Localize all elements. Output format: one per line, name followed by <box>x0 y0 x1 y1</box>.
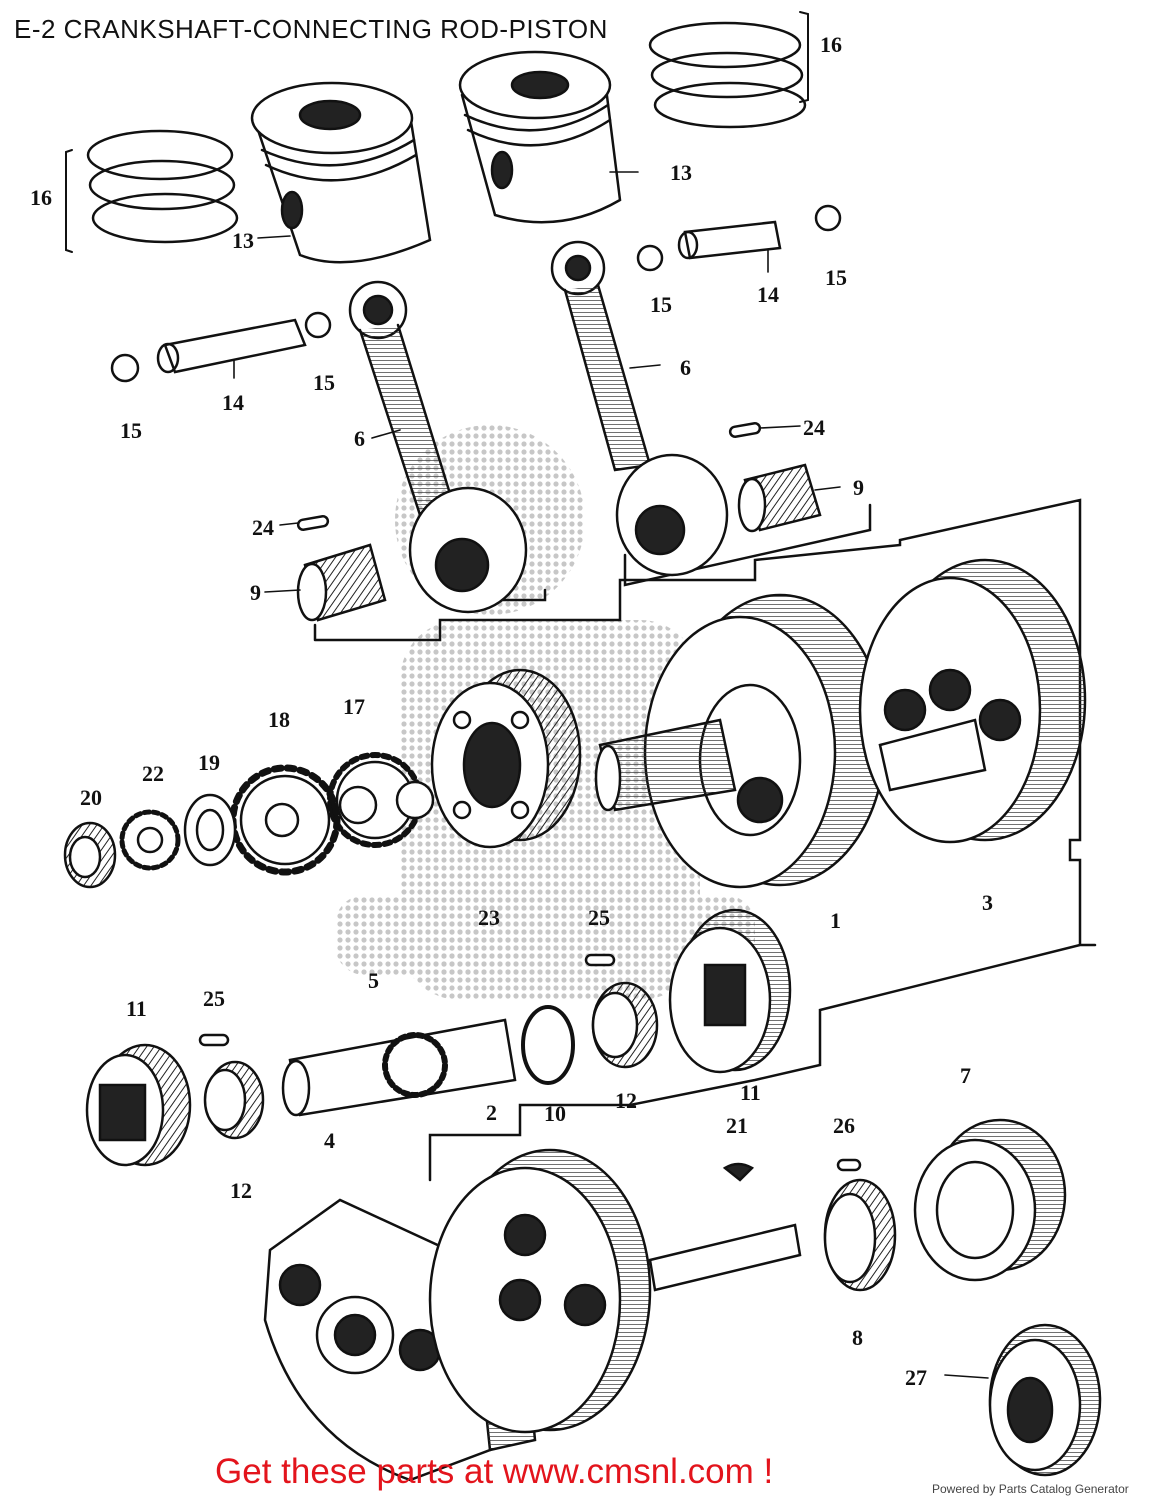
bearing-race-7 <box>913 1118 1067 1282</box>
circlip-left-outer <box>110 353 140 383</box>
callout-15-left-inner: 15 <box>313 370 335 395</box>
wrist-pin-right <box>677 220 782 260</box>
callout-24-left: 24 <box>252 515 274 540</box>
crank-pin-5 <box>281 1018 517 1117</box>
callout-13-right: 13 <box>670 160 692 185</box>
crank-flywheel-2 <box>428 1148 802 1434</box>
crank-flywheel-1 <box>594 593 887 889</box>
callout-16-left: 16 <box>30 185 52 210</box>
callout-19: 19 <box>198 750 220 775</box>
dowel-pin-25-right <box>584 953 616 967</box>
needle-bearing-left <box>296 543 387 622</box>
piston-rings-right <box>648 11 809 129</box>
callout-27: 27 <box>905 1365 927 1390</box>
diagram-title: E-2 CRANKSHAFT-CONNECTING ROD-PISTON <box>14 14 608 44</box>
dowel-pin-right <box>728 422 762 438</box>
callout-6-left: 6 <box>354 426 365 451</box>
callout-16-right: 16 <box>820 32 842 57</box>
callout-18: 18 <box>268 707 290 732</box>
callout-9-left: 9 <box>250 580 261 605</box>
piston-right <box>458 50 622 224</box>
circlip-right-inner <box>636 244 664 272</box>
callout-8: 8 <box>852 1325 863 1350</box>
callout-14-right: 14 <box>757 282 779 307</box>
callout-15-left-outer: 15 <box>120 418 142 443</box>
callout-13-left: 13 <box>232 228 254 253</box>
nut-20 <box>63 821 117 889</box>
callout-3: 3 <box>982 890 993 915</box>
wrist-pin-left <box>156 318 307 374</box>
piston-rings-left <box>65 129 239 253</box>
seal-10 <box>521 1005 575 1085</box>
callout-14-left: 14 <box>222 390 244 415</box>
sprocket-18 <box>229 764 341 876</box>
callout-20: 20 <box>80 785 102 810</box>
callout-25-right: 25 <box>588 905 610 930</box>
callout-11-left: 11 <box>126 996 147 1021</box>
callout-15-right-outer: 15 <box>825 265 847 290</box>
sprocket-17 <box>327 752 435 848</box>
shop-parts-link[interactable]: Get these parts at www.cmsnl.com ! <box>215 1452 774 1491</box>
callout-15-right-inner: 15 <box>650 292 672 317</box>
circlip-left-inner <box>304 311 332 339</box>
callout-12-left: 12 <box>230 1178 252 1203</box>
piston-left <box>250 81 432 264</box>
leader-lines <box>233 171 989 1379</box>
main-bearing-11-left <box>85 1043 192 1167</box>
dowel-pin-left <box>296 515 330 531</box>
callout-24-right: 24 <box>803 415 825 440</box>
needle-bearing-12-left <box>203 1060 265 1140</box>
needle-bearing-8 <box>823 1178 897 1292</box>
callout-17: 17 <box>343 694 365 719</box>
main-bearing-23 <box>430 668 582 849</box>
main-bearing-11-right <box>668 908 792 1074</box>
assembly-bracket-outline <box>313 498 1097 1182</box>
needle-bearing-12-right <box>591 981 659 1069</box>
callout-21: 21 <box>726 1113 748 1138</box>
dowel-pin-25-left <box>198 1033 230 1047</box>
callout-7: 7 <box>960 1063 971 1088</box>
callout-10: 10 <box>544 1101 566 1126</box>
callout-26: 26 <box>833 1113 855 1138</box>
callout-1: 1 <box>830 908 841 933</box>
callout-25-left: 25 <box>203 986 225 1011</box>
dowel-pin-26 <box>836 1158 862 1172</box>
callout-labels: 16 16 13 13 14 14 15 15 15 15 6 6 24 24 … <box>30 32 993 1390</box>
callout-4: 4 <box>324 1128 335 1153</box>
lock-washer-22 <box>119 809 181 871</box>
woodruff-key-21 <box>722 1162 755 1182</box>
callout-22: 22 <box>142 761 164 786</box>
washer-19 <box>183 793 237 867</box>
oil-seal-27 <box>988 1323 1102 1477</box>
callout-12-right: 12 <box>615 1088 637 1113</box>
circlip-right-outer <box>814 204 842 232</box>
connecting-rod-left <box>348 280 528 614</box>
callout-2: 2 <box>486 1100 497 1125</box>
powered-by-credit: Powered by Parts Catalog Generator <box>932 1482 1129 1496</box>
crank-flywheel-3 <box>858 558 1087 844</box>
callout-23: 23 <box>478 905 500 930</box>
callout-5: 5 <box>368 968 379 993</box>
needle-bearing-right <box>737 463 822 533</box>
connecting-rod-right <box>550 240 729 577</box>
callout-6-right: 6 <box>680 355 691 380</box>
callout-9-right: 9 <box>853 475 864 500</box>
callout-11-right: 11 <box>740 1080 761 1105</box>
